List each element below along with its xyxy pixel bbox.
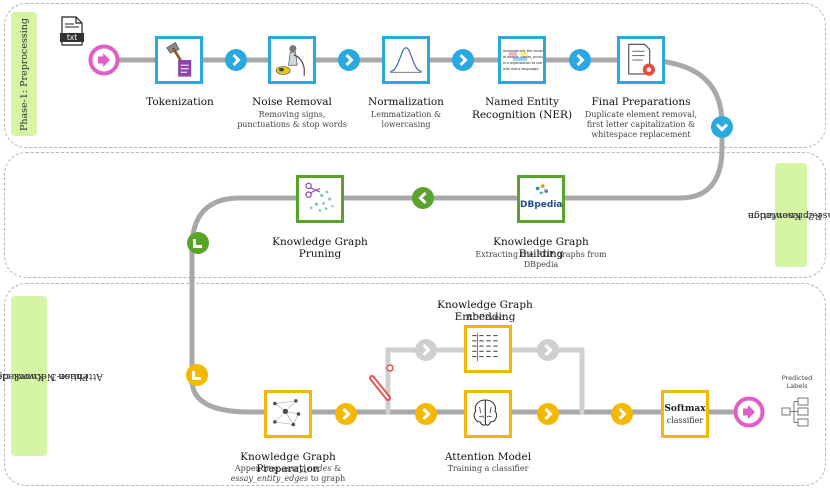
- kg-preparation-title: Knowledge Graph Preparation: [240, 451, 336, 475]
- embedding-matrix-icon: [472, 333, 498, 362]
- chevron-right-icon-7: [537, 403, 559, 425]
- phase1-tag: Phase-1: Preprocessing: [11, 12, 37, 136]
- kg-preparation-sub-1-post: &: [331, 464, 342, 473]
- document-gear-icon: [628, 43, 655, 76]
- attention-model-sub: Training a classifier: [447, 464, 529, 473]
- axe-document-icon: [166, 42, 192, 77]
- normalization-title: Normalization: [368, 96, 444, 108]
- dbpedia-logo-text: DBpedia: [520, 200, 563, 210]
- chevron-right-icon-5: [335, 403, 357, 425]
- end-node: [733, 396, 765, 428]
- kg-building-sub-2: DBpedia: [523, 260, 559, 269]
- normalization-box: [382, 36, 430, 84]
- softmax-title: Softmax: [664, 404, 706, 414]
- phase1-panel: [4, 3, 826, 148]
- kg-building-box: DBpedia: [517, 175, 565, 223]
- chevron-right-icon-8: [611, 403, 633, 425]
- softmax-sub: classifier: [666, 416, 704, 425]
- txt-file-label: txt: [66, 33, 78, 42]
- kg-building-title: Knowledge Graph Building: [493, 236, 589, 260]
- softmax-box: Softmax classifier: [661, 390, 709, 438]
- switch-pin: [386, 364, 394, 372]
- kg-embedding-box: [464, 325, 512, 373]
- chevron-right-icon-3: [452, 49, 474, 71]
- chevron-right-icon-1: [225, 49, 247, 71]
- ner-thumb-line-4: with many languages.: [503, 67, 540, 71]
- normalization-sub-2: lowercasing: [381, 120, 431, 129]
- attention-model-box: [464, 390, 512, 438]
- kg-preparation-sub-2: essay_entity_edges to graph: [208, 474, 368, 484]
- tokenization-box: [155, 36, 203, 84]
- network-graph-icon: [273, 399, 301, 427]
- phase3-tag: Phase-3: Knowledge Graph Attention Netwo…: [0, 296, 103, 456]
- kg-preparation-sub-1-em: essay_nodes: [281, 464, 332, 473]
- kg-pruning-box: [296, 175, 344, 223]
- chevron-down-icon-phase1: [711, 116, 733, 138]
- brain-chip-icon: [473, 399, 498, 426]
- kg-embedding-title: Knowledge Graph Embedding: [437, 299, 533, 323]
- txt-file-icon: txt: [60, 16, 84, 46]
- kg-embedding-sub: RDF2vec: [466, 313, 504, 322]
- noise-removal-box: [268, 36, 316, 84]
- vacuum-cleaner-icon: [275, 45, 305, 76]
- chevron-right-icon-6: [415, 403, 437, 425]
- predicted-labels-line-1: Predicted: [781, 374, 813, 382]
- kg-preparation-sub-1-pre: Appending: [234, 464, 282, 473]
- chevron-right-icon-4: [569, 49, 591, 71]
- chevron-down-right-icon-phase3: [186, 364, 208, 386]
- phase2-tag: Phase-2: Knowledge Representation: [748, 163, 830, 267]
- final-preparations-title: Final Preparations: [591, 96, 691, 108]
- kg-preparation-box: [264, 390, 312, 438]
- kg-preparation-sub-2-post: to graph: [308, 474, 346, 483]
- ner-title-1: Named Entity: [485, 96, 559, 108]
- noise-removal-title: Noise Removal: [252, 96, 332, 108]
- phase2-panel: [4, 152, 826, 278]
- kg-pruning-title: Knowledge Graph Pruning: [272, 236, 368, 260]
- phase3-panel: [4, 283, 826, 486]
- main-track: [103, 57, 735, 415]
- normalization-sub-1: Lemmatization &: [370, 110, 442, 119]
- start-node: [88, 44, 120, 76]
- kg-building-sub-1: Extracting the RDF graphs from: [475, 250, 607, 259]
- final-preparations-box: [617, 36, 665, 84]
- attention-model-title: Attention Model: [444, 451, 532, 463]
- bell-curve-icon: [390, 47, 422, 73]
- chevron-right-icon-bypass-1: [415, 339, 437, 361]
- dbpedia-logo-icon: [535, 184, 548, 195]
- label-tree-icon: [780, 396, 812, 428]
- final-preparations-sub-3: whitespace replacement: [591, 130, 691, 139]
- predicted-labels-line-2: Labels: [786, 382, 808, 390]
- noise-removal-sub-1: Removing signs,: [258, 110, 326, 119]
- ner-thumb-line-3: in a organisation to use: [503, 61, 542, 65]
- ner-title-2: Recognition (NER): [471, 109, 573, 121]
- chevron-right-icon-bypass-2: [537, 339, 559, 361]
- chevron-left-icon-phase2: [412, 187, 434, 209]
- ner-text-thumbnail: [508, 52, 529, 61]
- ner-thumb-line-2: of people, places, products: [503, 55, 543, 59]
- ner-box: Automatically the visualisation of peopl…: [498, 36, 546, 84]
- noise-removal-sub-2: punctuations & stop words: [237, 120, 347, 129]
- ner-thumb-line-1: Automatically the visualisation: [503, 49, 543, 53]
- chevron-right-icon-2: [338, 49, 360, 71]
- final-preparations-sub-1: Duplicate element removal,: [584, 110, 698, 119]
- kg-preparation-sub-2-em: essay_entity_edges: [230, 474, 309, 483]
- kg-preparation-sub-1: Appending essay_nodes &: [208, 464, 368, 474]
- tokenization-title: Tokenization: [146, 96, 214, 108]
- scissors-graph-icon: [305, 182, 334, 212]
- final-preparations-sub-2: first letter capitalization &: [586, 120, 696, 129]
- chevron-down-left-icon-phase2: [187, 232, 209, 254]
